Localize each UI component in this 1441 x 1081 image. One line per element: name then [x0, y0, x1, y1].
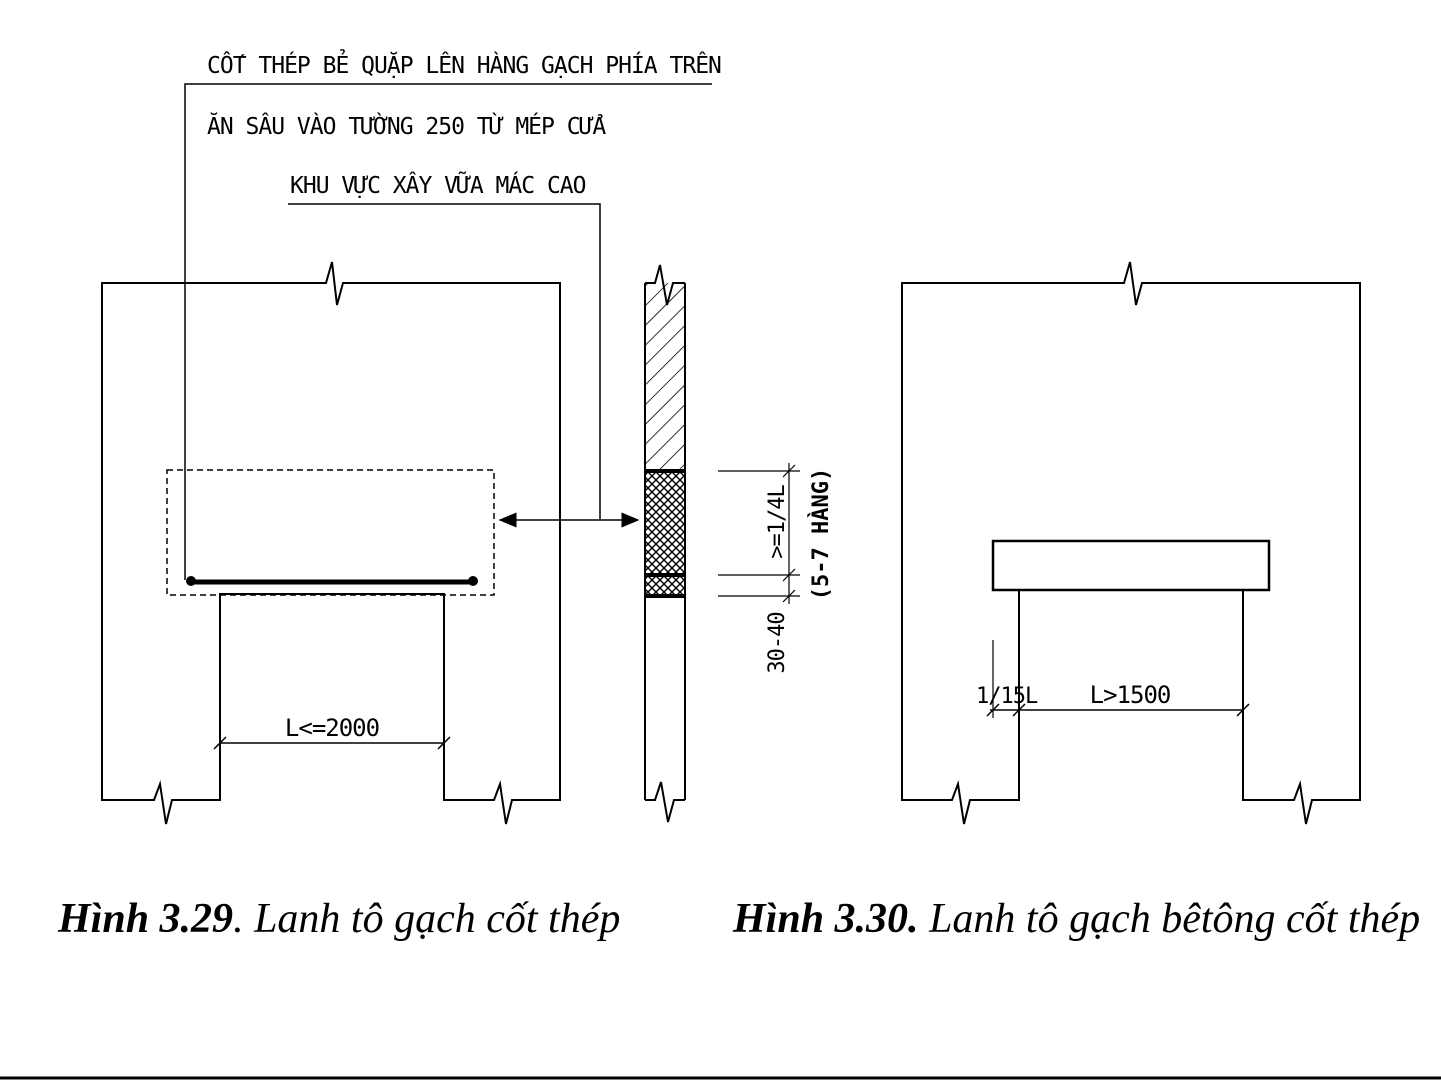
figure-3-29: CỐT THÉP BẺ QUẶP LÊN HÀNG GẠCH PHÍA TRÊN…	[102, 48, 721, 824]
figure-3-30: 1/15L L>1500	[902, 262, 1360, 824]
mortar-zone-outline	[167, 470, 494, 595]
section-hatch-upper	[645, 283, 685, 469]
leader-rebar	[185, 84, 712, 580]
caption-text-3-29: . Lanh tô gạch cốt thép	[233, 896, 620, 942]
section-crosshatch-mortar	[645, 473, 685, 573]
section-rebar-course	[645, 576, 685, 595]
callout-embed: ĂN SÂU VÀO TƯỜNG 250 TỪ MÉP CỬA	[207, 112, 606, 140]
caption-text-3-30: Lanh tô gạch bêtông cốt thép	[919, 896, 1421, 942]
caption-number-3-30: Hình 3.30.	[732, 896, 919, 942]
caption-figure-3-30: Hình 3.30. Lanh tô gạch bêtông cốt thép	[732, 896, 1420, 942]
span-label-right: L>1500	[1090, 681, 1171, 709]
callout-rebar: CỐT THÉP BẺ QUẶP LÊN HÀNG GẠCH PHÍA TRÊN	[207, 48, 721, 79]
concrete-lintel	[993, 541, 1269, 590]
dim-height-ratio: >=1/4L	[765, 485, 790, 559]
bearing-label: 1/15L	[976, 684, 1038, 709]
leader-mortar-zone	[288, 204, 600, 519]
caption-number-3-29: Hình 3.29	[57, 896, 233, 942]
caption-figure-3-29: Hình 3.29. Lanh tô gạch cốt thép	[57, 896, 620, 942]
rebar-hook-left	[186, 576, 196, 586]
dim-courses: (5-7 HÀNG)	[808, 468, 834, 600]
dim-bottom: 30-40	[765, 612, 790, 673]
wall-section: >=1/4L (5-7 HÀNG) 30-40	[645, 265, 834, 822]
rebar-hook-right	[468, 576, 478, 586]
callout-mortar-zone: KHU VỰC XÂY VỮA MÁC CAO	[290, 170, 586, 199]
span-label: L<=2000	[285, 714, 379, 742]
